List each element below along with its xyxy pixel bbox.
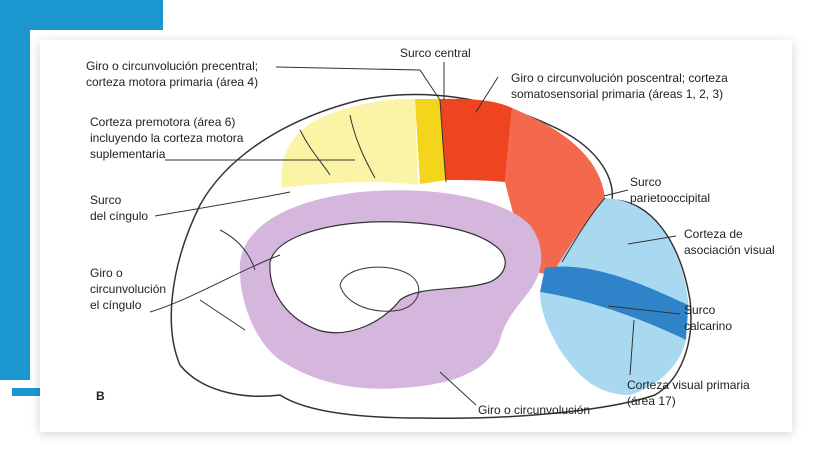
label-giro-cingulo-1: Giro o xyxy=(90,266,123,280)
premotor-cortex-region xyxy=(281,98,418,188)
label-precentral-1: Giro o circunvolución precentral; xyxy=(86,59,258,73)
label-asoc-visual-2: asociación visual xyxy=(684,243,775,257)
corpus-callosum xyxy=(269,221,506,334)
primary-visual-cortex-region xyxy=(540,266,688,340)
label-surco-cingulo-1: Surco xyxy=(90,193,122,207)
somatosensory-cortex-region xyxy=(440,98,512,182)
label-surco-po-2: parietooccipital xyxy=(630,191,710,205)
label-premotora-2: incluyendo la corteza motora xyxy=(90,131,244,145)
label-calcarino-1: Surco xyxy=(684,303,716,317)
label-premotora-3: suplementaria xyxy=(90,147,166,161)
label-visual-prim-1: Corteza visual primaria xyxy=(627,378,750,392)
label-surco-cingulo-2: del cíngulo xyxy=(90,209,148,223)
label-premotora-1: Corteza premotora (área 6) xyxy=(90,115,235,129)
accent-strip xyxy=(12,388,40,396)
label-postcentral-2: somatosensorial primaria (áreas 1, 2, 3) xyxy=(511,87,723,101)
label-calcarino-2: calcarino xyxy=(684,319,732,333)
motor-cortex-region xyxy=(415,99,446,184)
label-giro-bottom: Giro o circunvolución xyxy=(478,403,590,417)
label-surco-central: Surco central xyxy=(400,46,471,60)
label-giro-cingulo-3: el cíngulo xyxy=(90,298,142,312)
figure-letter: B xyxy=(96,389,105,403)
accent-bar-left xyxy=(0,0,30,380)
label-asoc-visual-1: Corteza de xyxy=(684,227,743,241)
label-visual-prim-2: (área 17) xyxy=(627,394,676,408)
thalamus-outline xyxy=(339,266,420,312)
label-postcentral-1: Giro o circunvolución poscentral; cortez… xyxy=(511,71,728,85)
lower-visual-region xyxy=(540,292,686,395)
label-precentral-2: corteza motora primaria (área 4) xyxy=(86,75,258,89)
label-surco-po-1: Surco xyxy=(630,175,662,189)
label-giro-cingulo-2: circunvolución xyxy=(90,282,166,296)
